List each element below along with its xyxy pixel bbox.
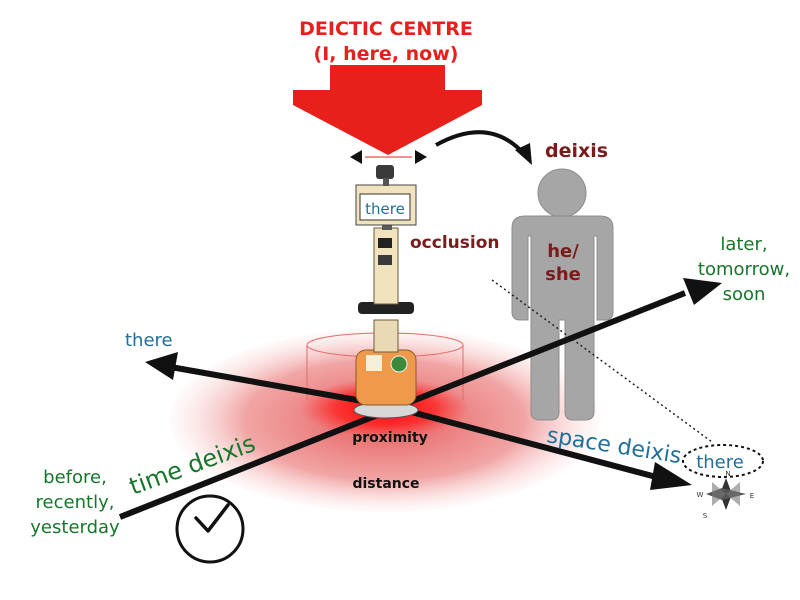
proximity-label: proximity	[352, 430, 428, 446]
time-axis-arrowhead	[683, 278, 722, 305]
space-axis-left-arrowhead	[145, 352, 178, 380]
past-label-1: before,	[43, 467, 107, 488]
future-label-1: later,	[720, 234, 767, 255]
person-label-line2: she	[545, 264, 581, 285]
compass-s: S	[703, 512, 708, 520]
compass-n: N	[725, 470, 730, 478]
space-axis-left	[164, 363, 386, 408]
deictic-centre-subtitle: (I, here, now)	[314, 43, 459, 65]
compass-w: W	[697, 491, 704, 499]
robot	[353, 165, 419, 419]
distance-label: distance	[352, 476, 419, 492]
deixis-curved-arrow	[435, 130, 527, 157]
occlusion-label: occlusion	[410, 233, 500, 253]
future-label-3: soon	[723, 284, 766, 305]
compass-e: E	[750, 492, 754, 500]
deixis-label: deixis	[545, 140, 608, 162]
space-axis-right-arrowhead	[650, 462, 692, 490]
clock-icon	[175, 494, 245, 564]
right-ear-marker	[415, 150, 427, 164]
there-right-label: there	[696, 452, 744, 473]
person-silhouette-icon	[511, 168, 614, 421]
left-ear-marker	[350, 150, 362, 164]
future-label-2: tomorrow,	[698, 259, 790, 280]
deictic-centre-arrow	[293, 65, 482, 155]
past-label-3: yesterday	[30, 517, 120, 538]
space-axis-right	[384, 402, 661, 481]
person-label-line1: he/	[547, 241, 579, 262]
occlusion-sightline	[491, 279, 713, 443]
there-target-circle	[682, 444, 764, 478]
compass-icon: N E S W	[697, 470, 755, 520]
robot-screen-label: there	[365, 200, 405, 218]
past-label-2: recently,	[36, 492, 115, 513]
deictic-centre-title: DEICTIC CENTRE	[299, 18, 473, 40]
there-left-label: there	[125, 330, 173, 351]
